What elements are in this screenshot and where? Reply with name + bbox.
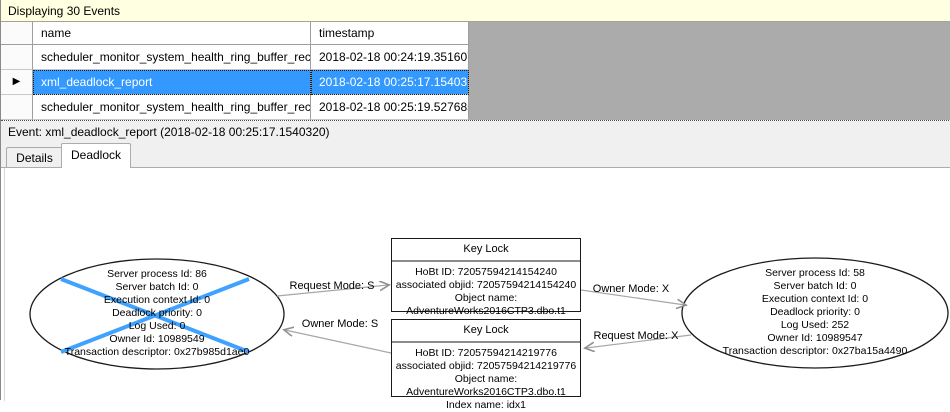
column-header-timestamp[interactable]: timestamp bbox=[311, 22, 469, 45]
process-attr: Transaction descriptor: 0x27b985d1ae0 bbox=[64, 346, 250, 358]
event-summary-text: Event: xml_deadlock_report (2018-02-18 0… bbox=[8, 124, 330, 139]
panel-left-edge bbox=[4, 168, 5, 401]
table-row-timestamp[interactable]: 2018-02-18 00:25:19.5276859 bbox=[311, 95, 469, 120]
edge-label-owner-x: Owner Mode: X bbox=[592, 283, 670, 295]
edge-request-s bbox=[276, 285, 388, 297]
info-bar-text: Displaying 30 Events bbox=[8, 3, 121, 18]
edge-owner-x bbox=[580, 289, 685, 305]
grid-void bbox=[469, 70, 950, 95]
process-attr: Deadlock priority: 0 bbox=[112, 307, 202, 319]
resource-attr: Object name: AdventureWorks2016CTP3.dbo.… bbox=[406, 373, 566, 398]
process-node-left-text: Server process Id: 86 Server batch Id: 0… bbox=[37, 268, 277, 359]
table-row-name[interactable]: scheduler_monitor_system_health_ring_buf… bbox=[33, 95, 311, 120]
tab-deadlock[interactable]: Deadlock bbox=[61, 143, 131, 168]
process-node-right bbox=[681, 257, 949, 369]
resource-attr: HoBt ID: 72057594214154240 bbox=[415, 266, 557, 278]
process-attr: Log Used: 0 bbox=[128, 320, 186, 332]
process-attr: Transaction descriptor: 0x27ba15a4490 bbox=[722, 345, 908, 357]
resource-node-keylock-bottom: Key Lock HoBt ID: 72057594214219776 asso… bbox=[391, 319, 581, 411]
process-node-left bbox=[29, 258, 285, 370]
grid-void bbox=[469, 45, 950, 70]
row-selector-current[interactable]: ▶ bbox=[1, 70, 33, 95]
grid-void bbox=[469, 22, 950, 45]
resource-attr: Index name: idx1 bbox=[446, 399, 526, 411]
resource-attr: Object name: AdventureWorks2016CTP3.dbo.… bbox=[406, 292, 566, 317]
deadlock-graph-panel: Server process Id: 86 Server batch Id: 0… bbox=[1, 167, 950, 411]
tab-details[interactable]: Details bbox=[6, 147, 63, 167]
table-row-name[interactable]: scheduler_monitor_system_health_ring_buf… bbox=[33, 45, 311, 70]
process-attr: Server batch Id: 0 bbox=[773, 280, 857, 292]
info-bar: Displaying 30 Events bbox=[1, 0, 950, 22]
edge-owner-s bbox=[285, 330, 392, 354]
process-attr: Server process Id: 58 bbox=[765, 267, 865, 279]
process-attr: Log Used: 252 bbox=[780, 319, 850, 331]
resource-attr: associated objid: 72057594214219776 bbox=[395, 360, 577, 372]
process-attr: Deadlock priority: 0 bbox=[770, 306, 860, 318]
deadlock-graph-canvas bbox=[29, 257, 949, 370]
current-row-arrow-icon: ▶ bbox=[12, 76, 21, 87]
table-row-timestamp[interactable]: 2018-02-18 00:25:17.1540320 bbox=[311, 70, 469, 95]
edge-label-owner-s: Owner Mode: S bbox=[301, 318, 379, 330]
resource-title: Key Lock bbox=[392, 239, 580, 262]
table-row-name[interactable]: xml_deadlock_report bbox=[33, 70, 311, 95]
process-attr: Execution context Id: 0 bbox=[103, 294, 211, 306]
resource-node-keylock-top: Key Lock HoBt ID: 72057594214154240 asso… bbox=[391, 238, 581, 330]
process-attr: Owner Id: 10989549 bbox=[109, 333, 205, 345]
grid-corner-cell bbox=[1, 22, 33, 45]
table-row-timestamp[interactable]: 2018-02-18 00:24:19.3516078 bbox=[311, 45, 469, 70]
resource-attr: associated objid: 72057594214154240 bbox=[395, 279, 577, 291]
row-selector[interactable] bbox=[1, 95, 33, 120]
column-header-name[interactable]: name bbox=[33, 22, 311, 45]
edge-request-x bbox=[586, 334, 692, 348]
edge-label-request-x: Request Mode: X bbox=[593, 330, 679, 342]
process-attr: Owner Id: 10989547 bbox=[767, 332, 863, 344]
resource-attr: HoBt ID: 72057594214219776 bbox=[415, 347, 557, 359]
event-summary-line: Event: xml_deadlock_report (2018-02-18 0… bbox=[1, 121, 950, 142]
events-grid: name timestamp scheduler_monitor_system_… bbox=[1, 22, 950, 120]
victim-cross-icon bbox=[60, 277, 250, 354]
process-node-right-text: Server process Id: 58 Server batch Id: 0… bbox=[689, 267, 941, 358]
process-attr: Execution context Id: 0 bbox=[761, 293, 869, 305]
resource-title: Key Lock bbox=[392, 320, 580, 343]
edge-label-request-s: Request Mode: S bbox=[289, 280, 375, 292]
row-selector[interactable] bbox=[1, 45, 33, 70]
grid-void bbox=[469, 95, 950, 120]
grid-bottom-separator bbox=[1, 120, 950, 121]
process-attr: Server batch Id: 0 bbox=[115, 281, 199, 293]
tab-strip: Details Deadlock bbox=[1, 142, 950, 168]
process-attr: Server process Id: 86 bbox=[107, 268, 207, 280]
